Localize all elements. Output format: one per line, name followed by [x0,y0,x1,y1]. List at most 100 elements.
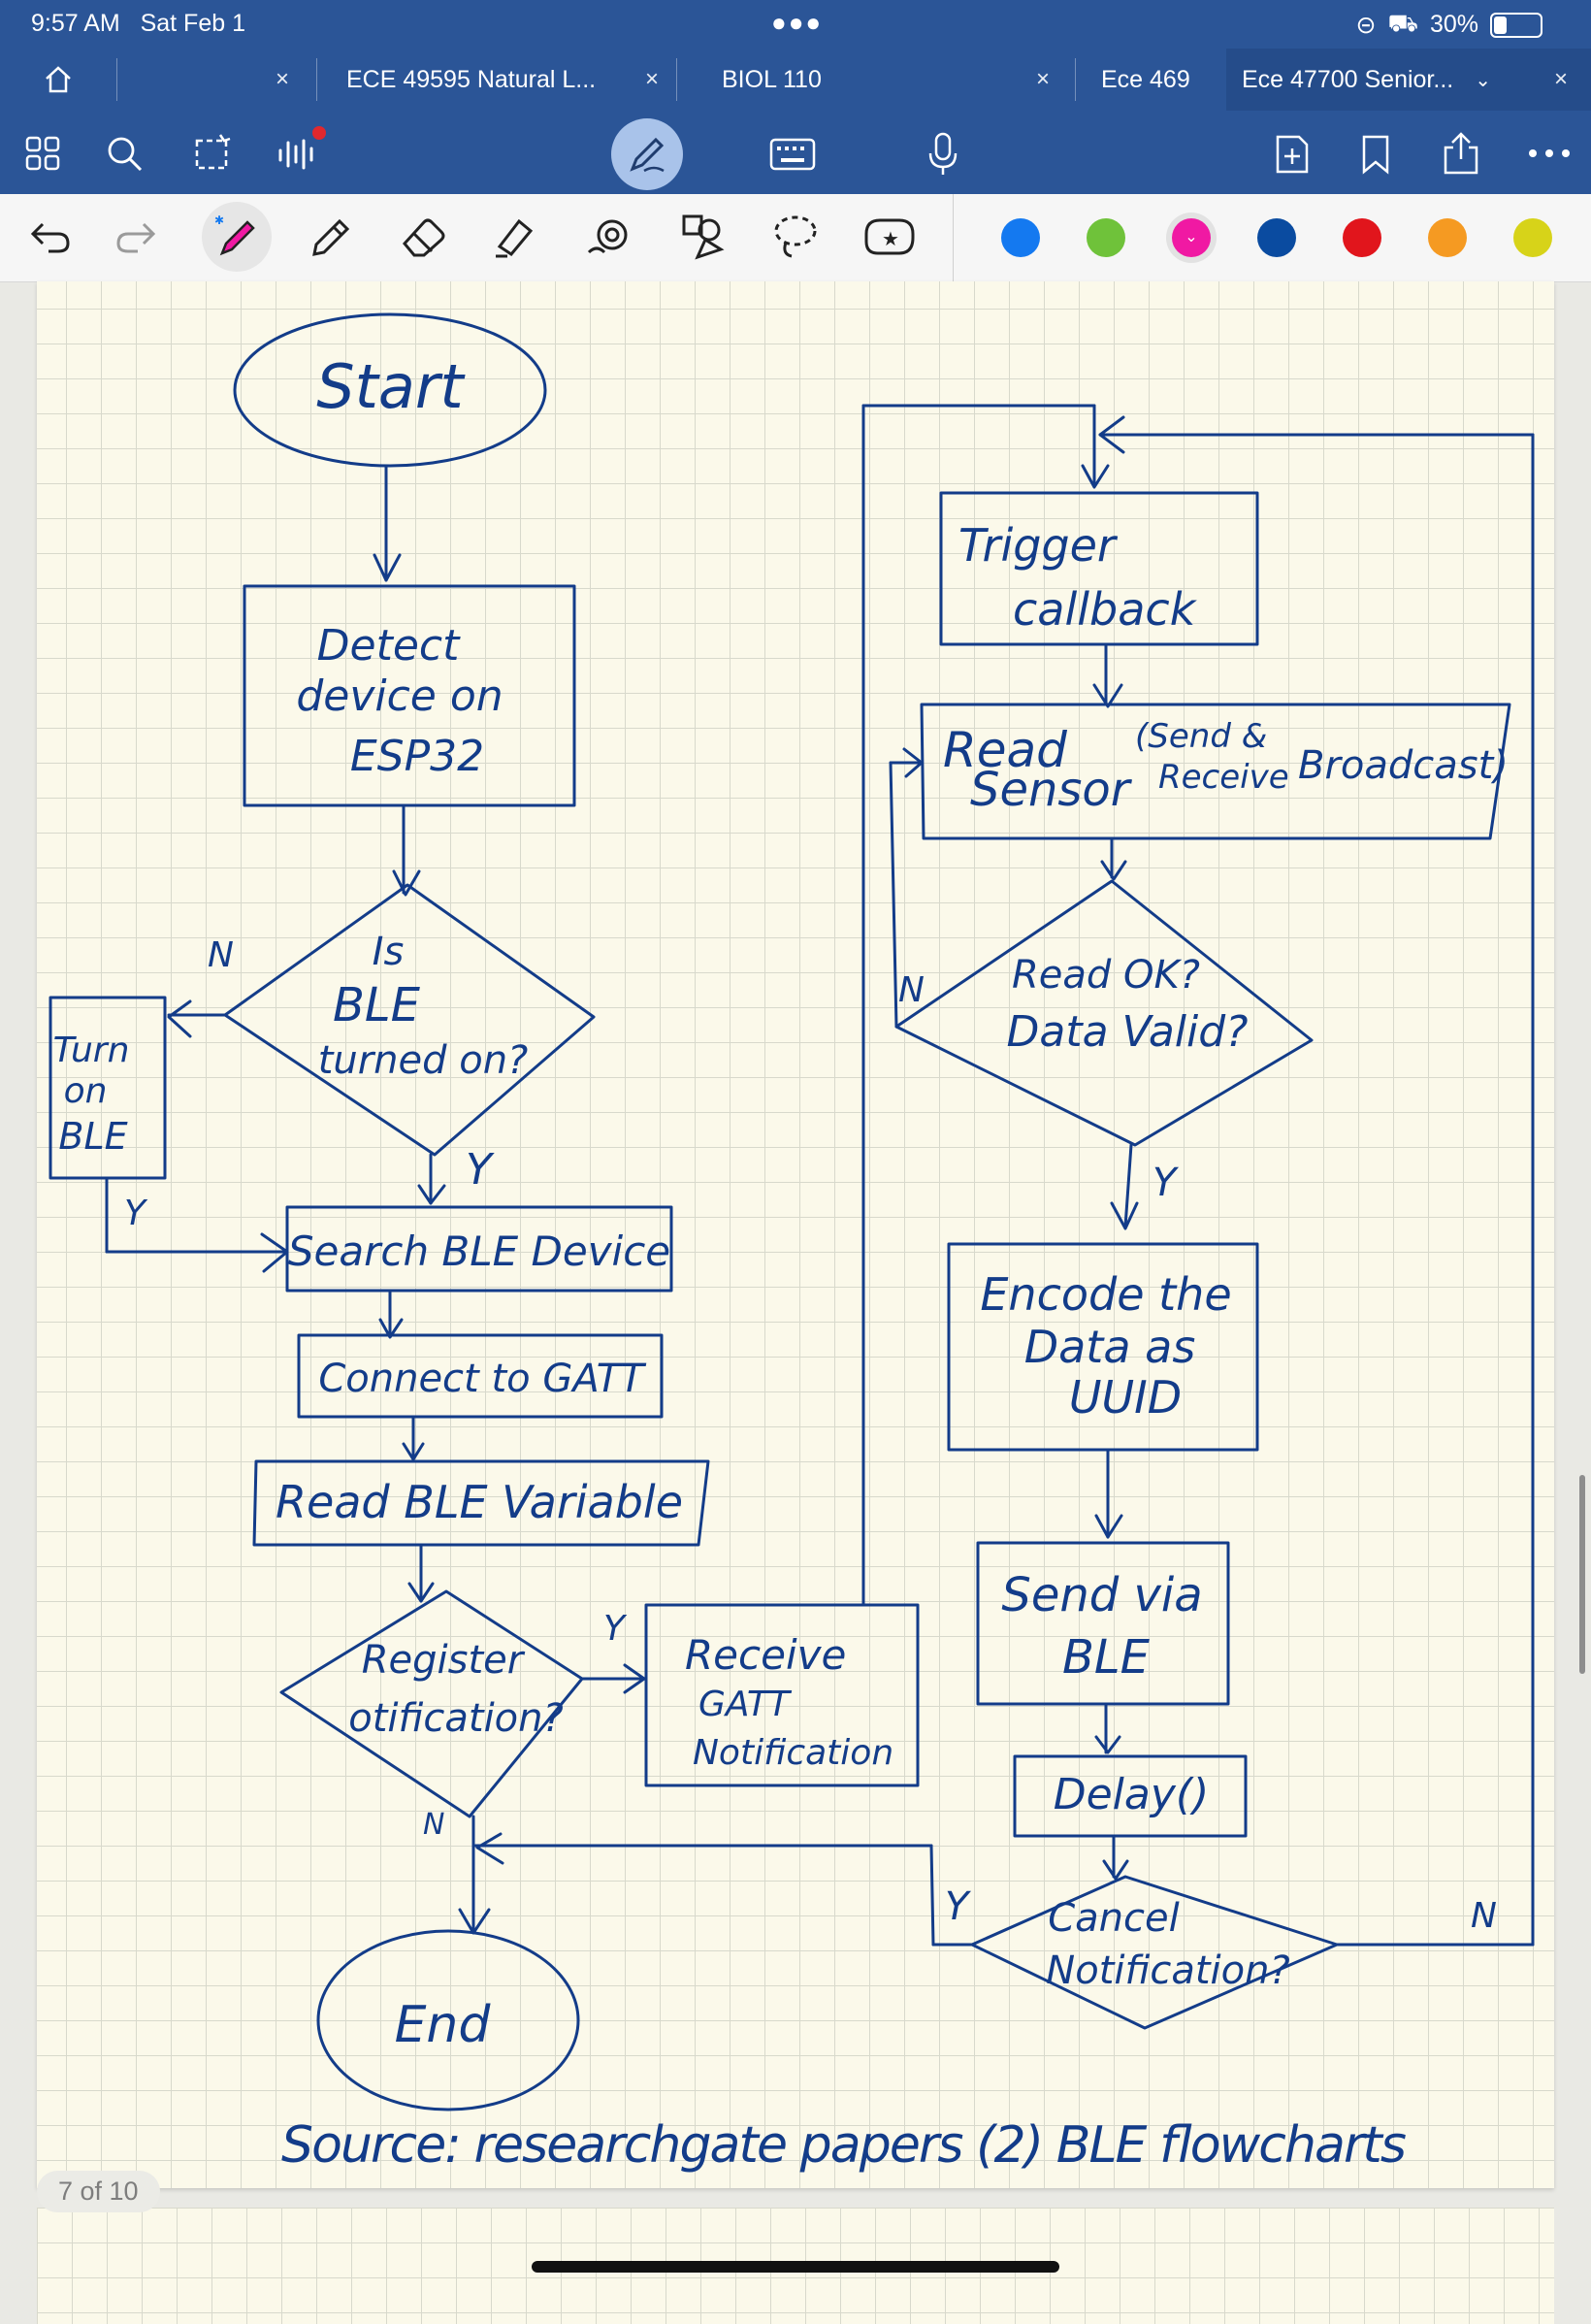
search-box [285,1205,673,1293]
tab-label: BIOL 110 [722,65,822,93]
connect-label: Connect to GATT [318,1357,647,1401]
register-decision [279,1589,584,1818]
color-magenta-selected[interactable]: ⌄ [1172,218,1211,257]
trigger-line1: Trigger [958,519,1119,572]
undo-icon[interactable] [27,215,74,260]
car-icon: ⛟ [1387,10,1418,37]
tab-close-icon[interactable]: × [644,66,659,92]
svg-text:✱: ✱ [214,213,224,227]
pen-mode-button[interactable] [611,118,683,190]
tab-ece469[interactable]: Ece 469 [1076,49,1226,111]
n3-label: N [423,1808,444,1842]
pencil-icon[interactable] [305,212,355,262]
share-icon[interactable] [1438,128,1484,179]
n5-label: N [1471,1896,1497,1936]
select-icon[interactable] [190,132,235,177]
turn-on-line1: Turn [53,1031,130,1070]
color-navy[interactable] [1257,218,1296,257]
audio-icon[interactable] [274,126,326,177]
tab-label: Ece 469 [1101,65,1190,93]
svg-text:★: ★ [882,229,899,250]
tab-biol110[interactable]: BIOL 110 × [677,49,1075,111]
connect-box [297,1333,664,1419]
redo-icon[interactable] [113,215,159,260]
cancel-line1: Cancel [1048,1896,1180,1941]
page-indicator: 7 of 10 [37,2171,160,2212]
keyboard-icon[interactable] [768,132,817,177]
toolbar-divider [953,194,954,281]
tab-close-icon[interactable]: × [1035,66,1050,92]
microphone-icon[interactable] [924,130,962,179]
delay-box [1013,1754,1248,1838]
more-icon[interactable] [1525,136,1574,171]
shape-tool-icon[interactable] [582,212,636,262]
search-icon[interactable] [103,132,146,175]
home-icon [46,66,71,93]
sticker-icon[interactable]: ★ [860,212,918,262]
ble-decision [223,883,596,1157]
battery-icon [1490,12,1542,38]
status-bar: 9:57 AM Sat Feb 1 ●●● ⊝ ⛟ 30% [0,0,1591,45]
read-sensor-line1: Read [943,722,1067,778]
color-orange[interactable] [1428,218,1467,257]
n4-label: N [898,970,925,1010]
register-line2: otification? [348,1696,563,1741]
tab-close-icon[interactable]: × [1553,66,1568,92]
n1-label: N [208,935,234,975]
home-indicator[interactable] [532,2261,1059,2273]
receive-line3: Notification [693,1733,893,1773]
add-page-icon[interactable] [1271,130,1314,179]
y3-label: Y [603,1609,628,1649]
search-label: Search BLE Device [288,1227,670,1275]
scrollbar[interactable] [1579,1475,1585,1674]
encode-line1: Encode the [980,1268,1231,1321]
multitasking-dots-icon[interactable]: ●●● [771,8,824,37]
y5-label: Y [945,1884,972,1929]
receive-line2: GATT [698,1685,793,1724]
read-var-label: Read BLE Variable [276,1476,683,1528]
color-red[interactable] [1343,218,1381,257]
y4-label: Y [1153,1161,1180,1205]
color-yellow[interactable] [1513,218,1552,257]
trigger-line2: callback [1013,583,1198,636]
send-box [976,1541,1230,1706]
home-tab[interactable] [0,49,116,111]
read-sensor-box [920,703,1511,840]
end-ellipse [316,1929,580,2111]
start-label: Start [316,351,466,422]
end-label: End [395,1996,492,2054]
cancel-decision [970,1875,1339,2030]
detect-line3: ESP32 [350,732,484,781]
status-right: ⊝ ⛟ 30% [1356,10,1542,40]
tab-bar: × ECE 49595 Natural L... × BIOL 110 × Ece … [0,49,1591,111]
tab-close-icon[interactable]: × [275,66,289,92]
link-icon: ⊝ [1355,11,1377,39]
highlighter-icon[interactable] [489,212,539,262]
elements-icon[interactable] [675,210,730,264]
color-green[interactable] [1087,218,1125,257]
eraser-icon[interactable] [398,212,448,262]
status-time: 9:57 AM Sat Feb 1 [31,10,245,37]
tab-blank[interactable]: × [117,49,316,111]
notebook-page[interactable] [37,281,1554,2188]
tab-label: ECE 49595 Natural L... [346,65,597,93]
tab-ece47700[interactable]: Ece 47700 Senior...⌄× [1226,49,1591,111]
read-sensor-line4: Receive [1158,758,1289,797]
read-var-box [252,1459,710,1547]
bookmark-icon[interactable] [1356,130,1395,179]
tab-ece49595[interactable]: ECE 49595 Natural L... × [317,49,676,111]
send-line2: BLE [1062,1630,1151,1685]
y1-label: Y [124,1194,148,1233]
read-ok-line1: Read OK? [1012,953,1200,998]
app-header: 9:57 AM Sat Feb 1 ●●● ⊝ ⛟ 30% × ECE 4959… [0,0,1591,194]
ballpoint-pen-icon[interactable]: ✱ [202,202,272,272]
read-ok-decision [894,879,1314,1147]
grid-icon[interactable] [21,132,64,175]
lasso-icon[interactable] [768,210,823,264]
encode-box [947,1242,1259,1452]
turn-on-line2: on [64,1071,108,1111]
color-blue[interactable] [1001,218,1040,257]
recording-dot [312,126,326,140]
chevron-down-icon[interactable]: ⌄ [1475,69,1491,91]
